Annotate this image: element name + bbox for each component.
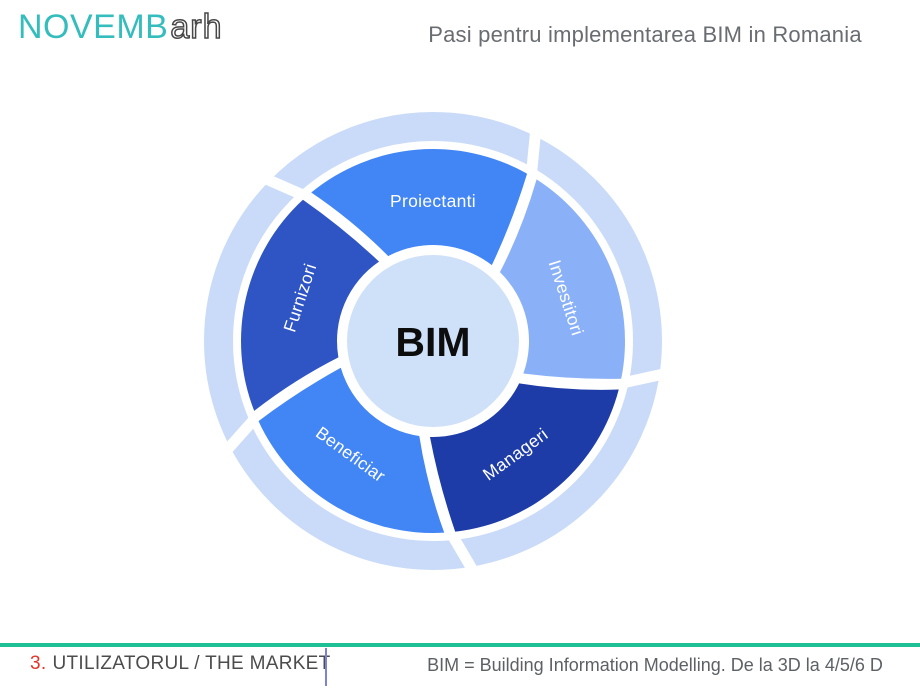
logo: NOVEMB arh — [18, 7, 223, 47]
ring-divider — [525, 123, 542, 175]
footer-section-title: UTILIZATORUL / THE MARKET — [52, 653, 331, 674]
ring-divider — [217, 414, 260, 460]
outer-ring — [204, 112, 662, 570]
footer-accent-line — [0, 643, 920, 647]
ring-divider — [621, 368, 663, 389]
footer-section-number: 3. — [30, 653, 47, 674]
footer-note: BIM = Building Information Modelling. De… — [427, 655, 883, 675]
ring-divider — [256, 170, 307, 201]
center-label: BIM — [395, 319, 470, 365]
segment-beneficiar — [258, 367, 445, 533]
ring-divider — [446, 531, 480, 571]
footer-divider — [325, 648, 327, 686]
segment-manageri — [429, 383, 619, 532]
logo-primary-text: NOVEMB — [18, 8, 169, 46]
segment-proiectanti — [311, 148, 528, 266]
center-circle — [347, 255, 519, 427]
footer-section: 3.UTILIZATORUL / THE MARKET — [30, 653, 331, 675]
slide-title: Pasi pentru implementarea BIM in Romania — [428, 22, 862, 47]
segment-furnizori — [241, 199, 380, 411]
bim-cycle-diagram: ProiectantiInvestitoriManageriBeneficiar… — [204, 112, 663, 571]
segment-investitori — [499, 179, 626, 379]
segment-label: Proiectanti — [390, 191, 476, 211]
logo-secondary-text: arh — [170, 7, 223, 47]
